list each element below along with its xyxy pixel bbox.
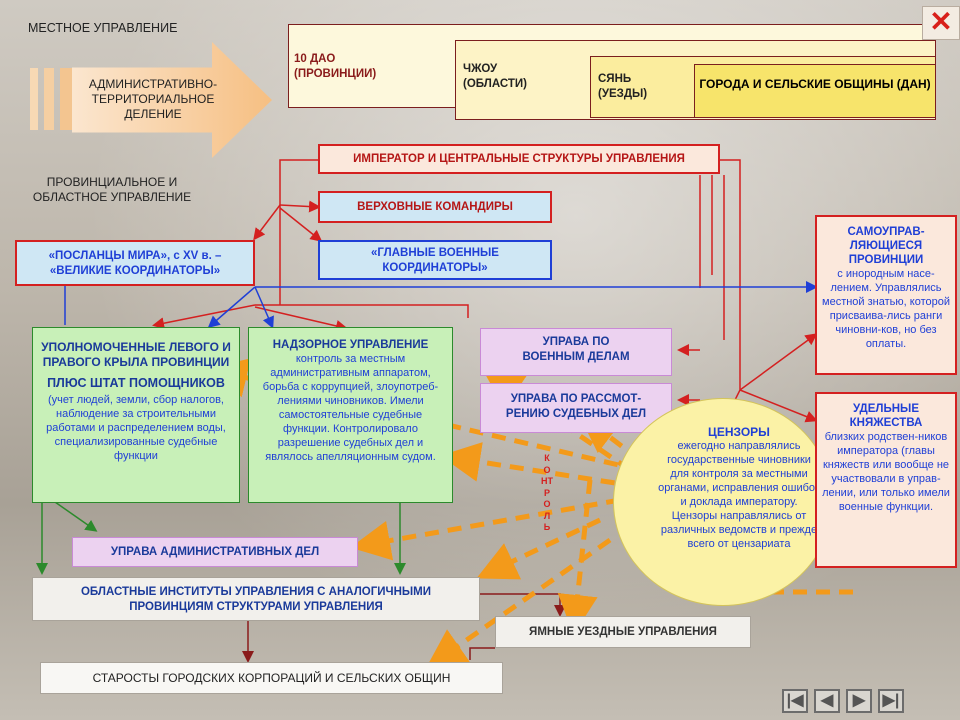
arrow-stripe-3 bbox=[60, 68, 72, 130]
self-governing-title: САМОУПРАВ-ЛЯЮЩИЕСЯ ПРОВИНЦИИ bbox=[847, 226, 925, 266]
supervision-title: НАДЗОРНОЕ УПРАВЛЕНИЕ bbox=[272, 339, 429, 351]
admin-affairs-box: УПРАВА АДМИНИСТРАТИВНЫХ ДЕЛ bbox=[72, 537, 358, 567]
censors-text: ежегодно направлялись государственные чи… bbox=[658, 440, 820, 550]
level-cities-box: ГОРОДА И СЕЛЬСКИЕ ОБЩИНЫ (ДАН) bbox=[694, 64, 936, 118]
next-slide-button[interactable]: ▶ bbox=[846, 689, 872, 713]
authorized-officials-sub: ПЛЮС ШТАТ ПОМОЩНИКОВ bbox=[47, 376, 225, 390]
supervision-box: НАДЗОРНОЕ УПРАВЛЕНИЕ контроль за местным… bbox=[248, 327, 453, 503]
elders-box: СТАРОСТЫ ГОРОДСКИХ КОРПОРАЦИЙ И СЕЛЬСКИХ… bbox=[40, 662, 503, 694]
arrow-stripe-2 bbox=[44, 68, 54, 130]
authorized-officials-box: УПОЛНОМОЧЕННЫЕ ЛЕВОГО И ПРАВОГО КРЫЛА ПР… bbox=[32, 327, 240, 503]
self-governing-box: САМОУПРАВ-ЛЯЮЩИЕСЯ ПРОВИНЦИИ с инородным… bbox=[815, 215, 957, 375]
county-offices-box: ЯМНЫЕ УЕЗДНЫЕ УПРАВЛЕНИЯ bbox=[495, 616, 751, 648]
judicial-affairs-box: УПРАВА ПО РАССМОТ-РЕНИЮ СУДЕБНЫХ ДЕЛ bbox=[480, 383, 672, 433]
level-dao-label: 10 ДАО (ПРОВИНЦИИ) bbox=[294, 53, 377, 80]
appanage-title: УДЕЛЬНЫЕ КНЯЖЕСТВА bbox=[849, 403, 923, 429]
supreme-commanders-box: ВЕРХОВНЫЕ КОМАНДИРЫ bbox=[318, 191, 552, 223]
regional-institutes-box: ОБЛАСТНЫЕ ИНСТИТУТЫ УПРАВЛЕНИЯ С АНАЛОГИ… bbox=[32, 577, 480, 621]
authorized-officials-title: УПОЛНОМОЧЕННЫЕ ЛЕВОГО И ПРАВОГО КРЫЛА ПР… bbox=[41, 340, 231, 369]
provincial-label: ПРОВИНЦИАЛЬНОЕ И ОБЛАСТНОЕ УПРАВЛЕНИЕ bbox=[32, 175, 192, 204]
admin-division-label: АДМИНИСТРАТИВНО-ТЕРРИТОРИАЛЬНОЕ ДЕЛЕНИЕ bbox=[88, 77, 218, 121]
level-zhou-label: ЧЖОУ (ОБЛАСТИ) bbox=[463, 63, 527, 90]
first-slide-button[interactable]: |◀ bbox=[782, 689, 808, 713]
military-coordinators-box: «ГЛАВНЫЕ ВОЕННЫЕ КООРДИНАТОРЫ» bbox=[318, 240, 552, 280]
control-vertical-label: КОНТРОЛЬ bbox=[541, 453, 553, 532]
prev-slide-button[interactable]: ◀ bbox=[814, 689, 840, 713]
censors-circle bbox=[613, 398, 833, 606]
supervision-text: контроль за местным административным апп… bbox=[262, 353, 439, 463]
envoys-box: «ПОСЛАНЦЫ МИРА», с XV в. – «ВЕЛИКИЕ КООР… bbox=[15, 240, 255, 286]
emperor-box: ИМПЕРАТОР И ЦЕНТРАЛЬНЫЕ СТРУКТУРЫ УПРАВЛ… bbox=[318, 144, 720, 174]
censors-text-block: ЦЕНЗОРЫ ежегодно направлялись государств… bbox=[658, 425, 820, 585]
local-government-label: МЕСТНОЕ УПРАВЛЕНИЕ bbox=[28, 21, 178, 35]
last-slide-button[interactable]: ▶| bbox=[878, 689, 904, 713]
level-xian-label: СЯНЬ (УЕЗДЫ) bbox=[598, 73, 648, 100]
military-coordinators-label: «ГЛАВНЫЕ ВОЕННЫЕ КООРДИНАТОРЫ» bbox=[371, 247, 499, 274]
appanage-box: УДЕЛЬНЫЕ КНЯЖЕСТВА близких родствен-нико… bbox=[815, 392, 957, 568]
military-affairs-box: УПРАВА ПО ВОЕННЫМ ДЕЛАМ bbox=[480, 328, 672, 376]
censors-title: ЦЕНЗОРЫ bbox=[708, 425, 770, 439]
self-governing-text: с инородным насе-лением. Управлялись мес… bbox=[822, 268, 950, 350]
close-button[interactable]: ✕ bbox=[922, 6, 960, 40]
arrow-stripe-1 bbox=[30, 68, 38, 130]
authorized-officials-text: (учет людей, земли, сбор налогов, наблюд… bbox=[46, 394, 226, 462]
appanage-text: близких родствен-ников императора (главы… bbox=[822, 431, 950, 513]
